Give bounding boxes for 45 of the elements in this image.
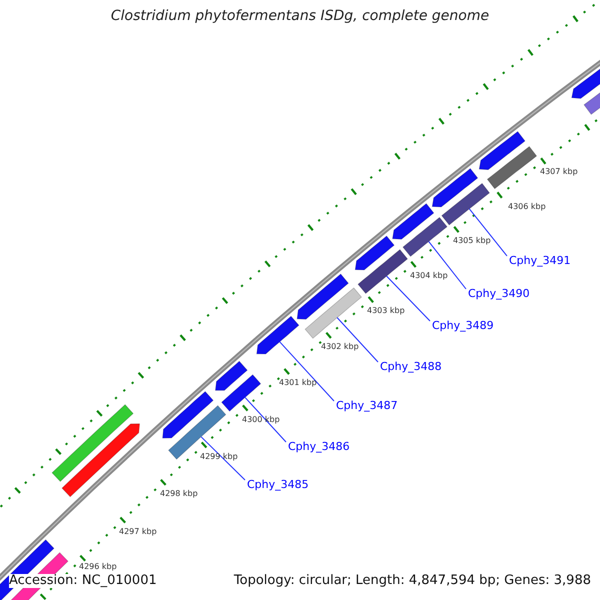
gene-block xyxy=(162,391,214,438)
gene-block xyxy=(304,287,362,339)
gene-block xyxy=(354,236,395,270)
leader-line xyxy=(386,276,430,322)
scale-label: 4298 kbp xyxy=(160,490,198,499)
accession-text: Accession: NC_010001 xyxy=(9,574,157,588)
scale-label: 4307 kbp xyxy=(540,168,578,177)
gene-label: Cphy_3488 xyxy=(380,361,442,374)
map-title: Clostridium phytofermentans ISDg, complete genome xyxy=(110,9,490,24)
genome-info-text: Topology: circular; Length: 4,847,594 bp; Genes: 3,988 xyxy=(234,574,591,588)
gene-block xyxy=(478,131,526,170)
gene-block xyxy=(392,203,434,240)
scale-label: 4302 kbp xyxy=(321,343,359,352)
gene-label: Cphy_3489 xyxy=(432,320,494,332)
gene-block xyxy=(221,374,262,412)
gene-block xyxy=(402,216,448,257)
leader-line xyxy=(200,436,246,480)
scale-label: 4301 kbp xyxy=(279,379,317,388)
scale-label: 4300 kbp xyxy=(242,416,280,425)
gene-label: Cphy_3485 xyxy=(247,479,309,492)
scale-label: 4306 kbp xyxy=(508,203,546,212)
leader-line xyxy=(468,208,508,256)
leader-line xyxy=(336,317,378,362)
scale-label: 4297 kbp xyxy=(119,528,157,537)
scale-label: 4304 kbp xyxy=(410,272,448,281)
gene-label: Cphy_3491 xyxy=(509,255,571,268)
gene-block xyxy=(432,168,478,208)
scale-label: 4303 kbp xyxy=(367,307,405,316)
leader-line xyxy=(279,341,334,402)
leader-line xyxy=(428,241,466,290)
gene-block xyxy=(358,249,408,294)
leader-line xyxy=(244,396,286,442)
gene-block xyxy=(215,360,248,391)
gene-label: Cphy_3487 xyxy=(336,400,398,412)
gene-block xyxy=(256,316,300,354)
scale-label: 4299 kbp xyxy=(200,453,238,462)
scale-label: 4296 kbp xyxy=(79,563,117,572)
gene-block xyxy=(486,146,538,190)
gene-block xyxy=(52,404,134,482)
gene-block xyxy=(62,424,140,498)
scale-label: 4305 kbp xyxy=(453,237,491,246)
gene-block xyxy=(296,274,349,320)
gene-label: Cphy_3490 xyxy=(468,288,530,300)
gene-label: Cphy_3486 xyxy=(288,441,350,454)
gene-block xyxy=(441,182,490,226)
